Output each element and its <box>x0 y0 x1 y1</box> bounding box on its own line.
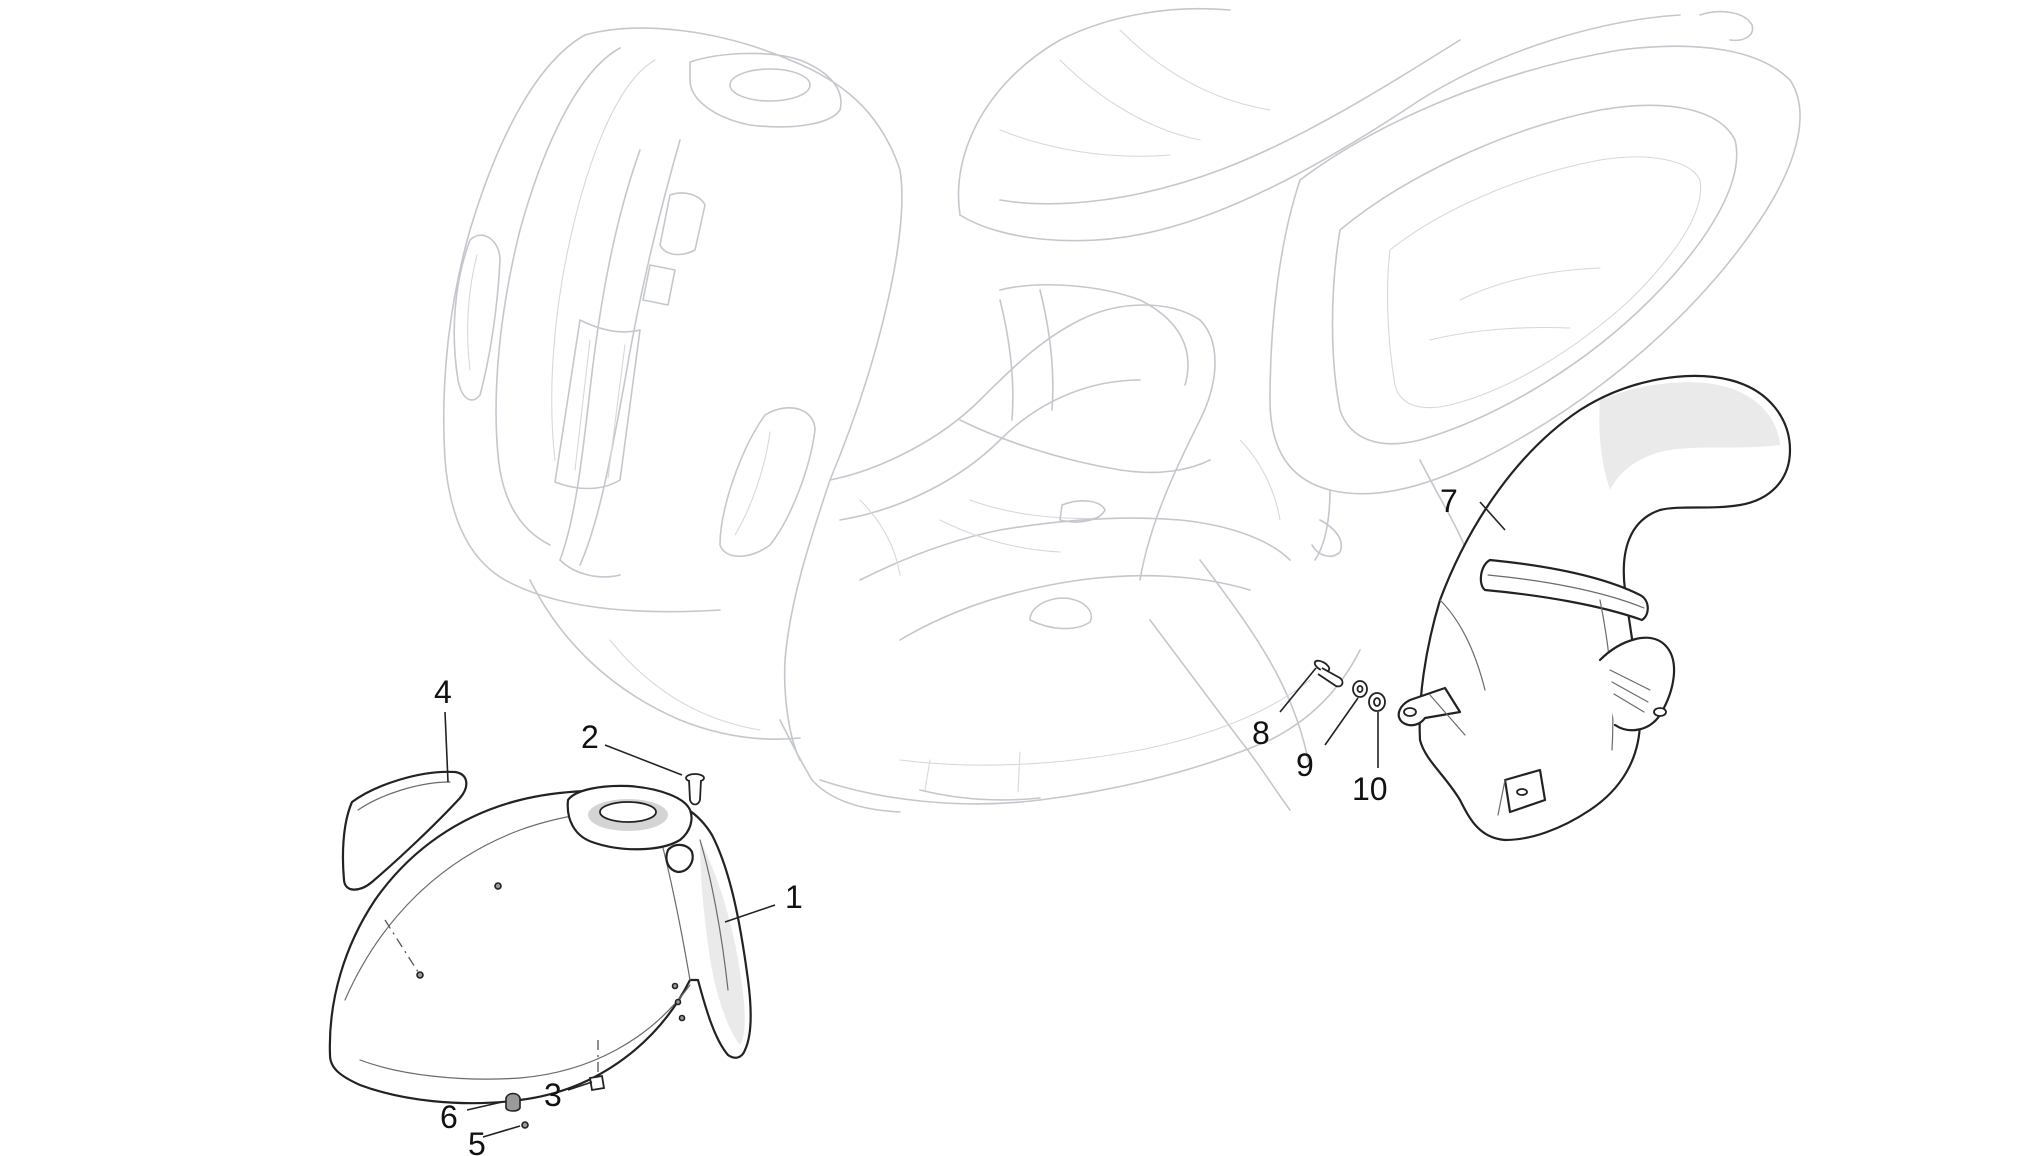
leader-lines <box>444 501 1506 1138</box>
callout-10: 10 <box>1352 771 1388 807</box>
callout-1: 1 <box>785 879 803 915</box>
callout-labels: 1 2 3 4 5 6 7 8 9 10 <box>434 483 1458 1156</box>
part-front-mudguard <box>328 784 752 1105</box>
callout-7: 7 <box>1440 483 1458 519</box>
callout-2: 2 <box>581 719 599 755</box>
part-screw-2 <box>685 773 705 806</box>
callout-9: 9 <box>1296 747 1314 783</box>
callout-6: 6 <box>440 1099 458 1135</box>
part-screw-8 <box>1313 659 1344 688</box>
callout-8: 8 <box>1252 715 1270 751</box>
part-washer-10 <box>1368 692 1386 712</box>
part-washer-9 <box>1352 680 1368 698</box>
part-front-fender-trim <box>341 770 468 891</box>
assembly-lines <box>384 919 599 1075</box>
callout-4: 4 <box>434 674 452 710</box>
callout-3: 3 <box>544 1077 562 1113</box>
part-fasteners-lower <box>505 1074 606 1129</box>
part-rear-mudguard <box>1397 374 1792 842</box>
callout-5: 5 <box>468 1126 486 1156</box>
scooter-body-outline <box>442 7 1801 813</box>
